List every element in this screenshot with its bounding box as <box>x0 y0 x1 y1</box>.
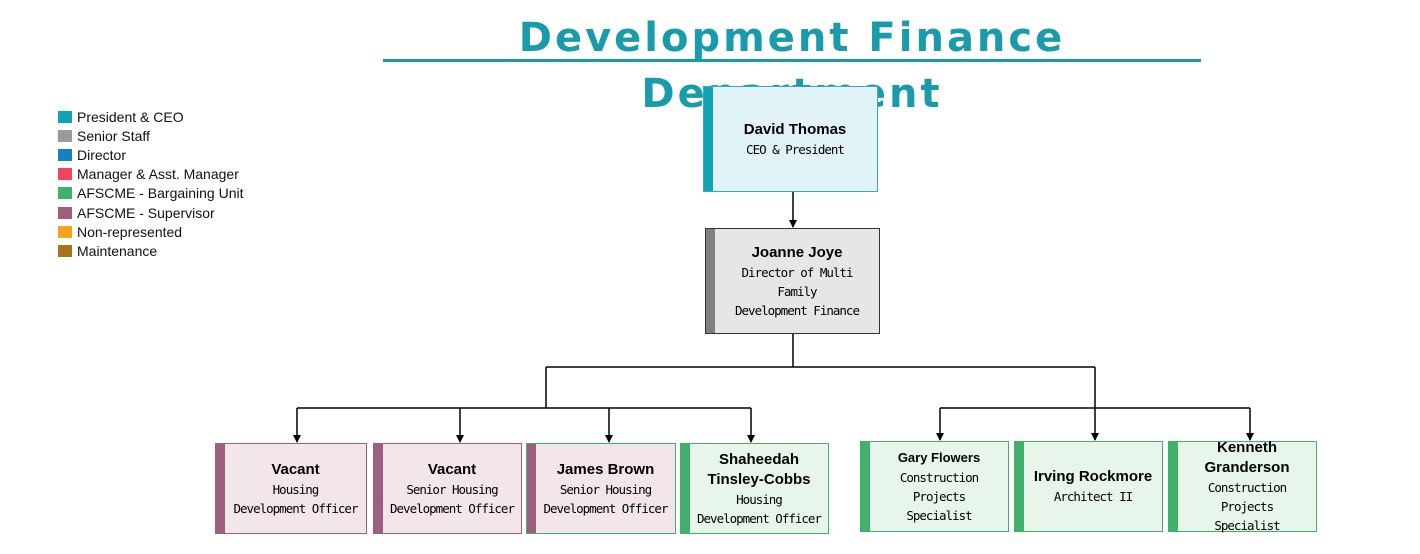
legend-item: Senior Staff <box>58 126 244 145</box>
org-node-james-brown: James Brown Senior Housing Development O… <box>526 443 676 534</box>
legend-swatch <box>58 187 72 200</box>
org-node-shaheedah-tinsley-cobbs: Shaheedah Tinsley-Cobbs Housing Developm… <box>680 443 829 534</box>
position-title: Development Officer <box>390 500 515 516</box>
legend: President & CEO Senior Staff Director Ma… <box>58 107 244 261</box>
person-name: Kenneth <box>1217 439 1277 456</box>
org-node-ceo: David Thomas CEO & President <box>703 86 878 192</box>
legend-label: Director <box>77 146 127 163</box>
legend-label: AFSCME - Bargaining Unit <box>77 185 244 202</box>
legend-swatch <box>58 110 72 123</box>
legend-item: President & CEO <box>58 107 244 126</box>
role-color-stripe <box>374 444 383 533</box>
legend-label: AFSCME - Supervisor <box>77 204 215 221</box>
role-color-stripe <box>527 444 536 533</box>
role-color-stripe <box>704 87 713 191</box>
person-name: Tinsley-Cobbs <box>707 470 811 488</box>
position-title: Senior Housing <box>406 481 498 497</box>
person-name: James Brown <box>556 460 655 478</box>
legend-swatch <box>58 244 72 257</box>
position-title: Senior Housing <box>559 481 652 497</box>
org-node-vacant-senior-housing-development-officer: Vacant Senior Housing Development Office… <box>373 443 522 534</box>
org-node-vacant-housing-development-officer: Vacant Housing Development Officer <box>215 443 367 534</box>
position-title: CEO & President <box>746 141 845 157</box>
position-title: Director of Multi Family <box>741 264 854 299</box>
position-title: Housing <box>272 481 320 497</box>
legend-item: AFSCME - Supervisor <box>58 203 244 222</box>
position-title: Construction Projects <box>1207 480 1287 514</box>
position-title: Construction Projects <box>899 470 979 504</box>
legend-swatch <box>58 206 72 219</box>
person-name: Shaheedah <box>718 450 800 468</box>
person-name: Vacant <box>427 460 477 478</box>
position-title: Specialist <box>1214 518 1280 533</box>
legend-swatch <box>58 168 72 181</box>
legend-label: Maintenance <box>77 242 158 259</box>
org-node-kenneth-granderson: Kenneth Granderson Construction Projects… <box>1168 439 1317 533</box>
person-name: David Thomas <box>743 120 847 138</box>
position-title: Specialist <box>906 508 972 523</box>
role-color-stripe <box>706 229 715 333</box>
role-color-stripe <box>1169 442 1178 531</box>
legend-label: Non-represented <box>77 223 183 240</box>
legend-item: Manager & Asst. Manager <box>58 165 244 184</box>
title-underline <box>383 59 1201 62</box>
position-title: Development Officer <box>233 500 359 516</box>
legend-swatch <box>58 148 72 161</box>
person-name: Irving Rockmore <box>1033 468 1153 485</box>
org-node-director: Joanne Joye Director of Multi Family Dev… <box>705 228 880 334</box>
legend-item: Non-represented <box>58 222 244 241</box>
legend-item: AFSCME - Bargaining Unit <box>58 184 244 203</box>
person-name: Granderson <box>1204 459 1290 476</box>
legend-label: Manager & Asst. Manager <box>77 166 239 183</box>
role-color-stripe <box>216 444 225 533</box>
legend-swatch <box>58 129 72 142</box>
legend-swatch <box>58 225 72 238</box>
legend-label: President & CEO <box>77 108 184 125</box>
org-node-irving-rockmore: Irving Rockmore Architect II <box>1014 441 1163 532</box>
role-color-stripe <box>681 444 690 533</box>
legend-item: Maintenance <box>58 241 244 260</box>
legend-label: Senior Staff <box>77 127 150 144</box>
position-title: Development Finance <box>735 302 860 318</box>
person-name: Joanne Joye <box>751 243 843 261</box>
position-title: Architect II <box>1053 489 1133 504</box>
person-name: Vacant <box>271 460 320 478</box>
position-title: Development Officer <box>543 500 669 516</box>
legend-item: Director <box>58 145 244 164</box>
role-color-stripe <box>861 442 870 531</box>
position-title: Development Officer <box>697 510 822 526</box>
position-title: Housing <box>736 491 783 507</box>
person-name: Gary Flowers <box>897 450 981 465</box>
org-node-gary-flowers: Gary Flowers Construction Projects Speci… <box>860 441 1009 532</box>
role-color-stripe <box>1015 442 1024 531</box>
